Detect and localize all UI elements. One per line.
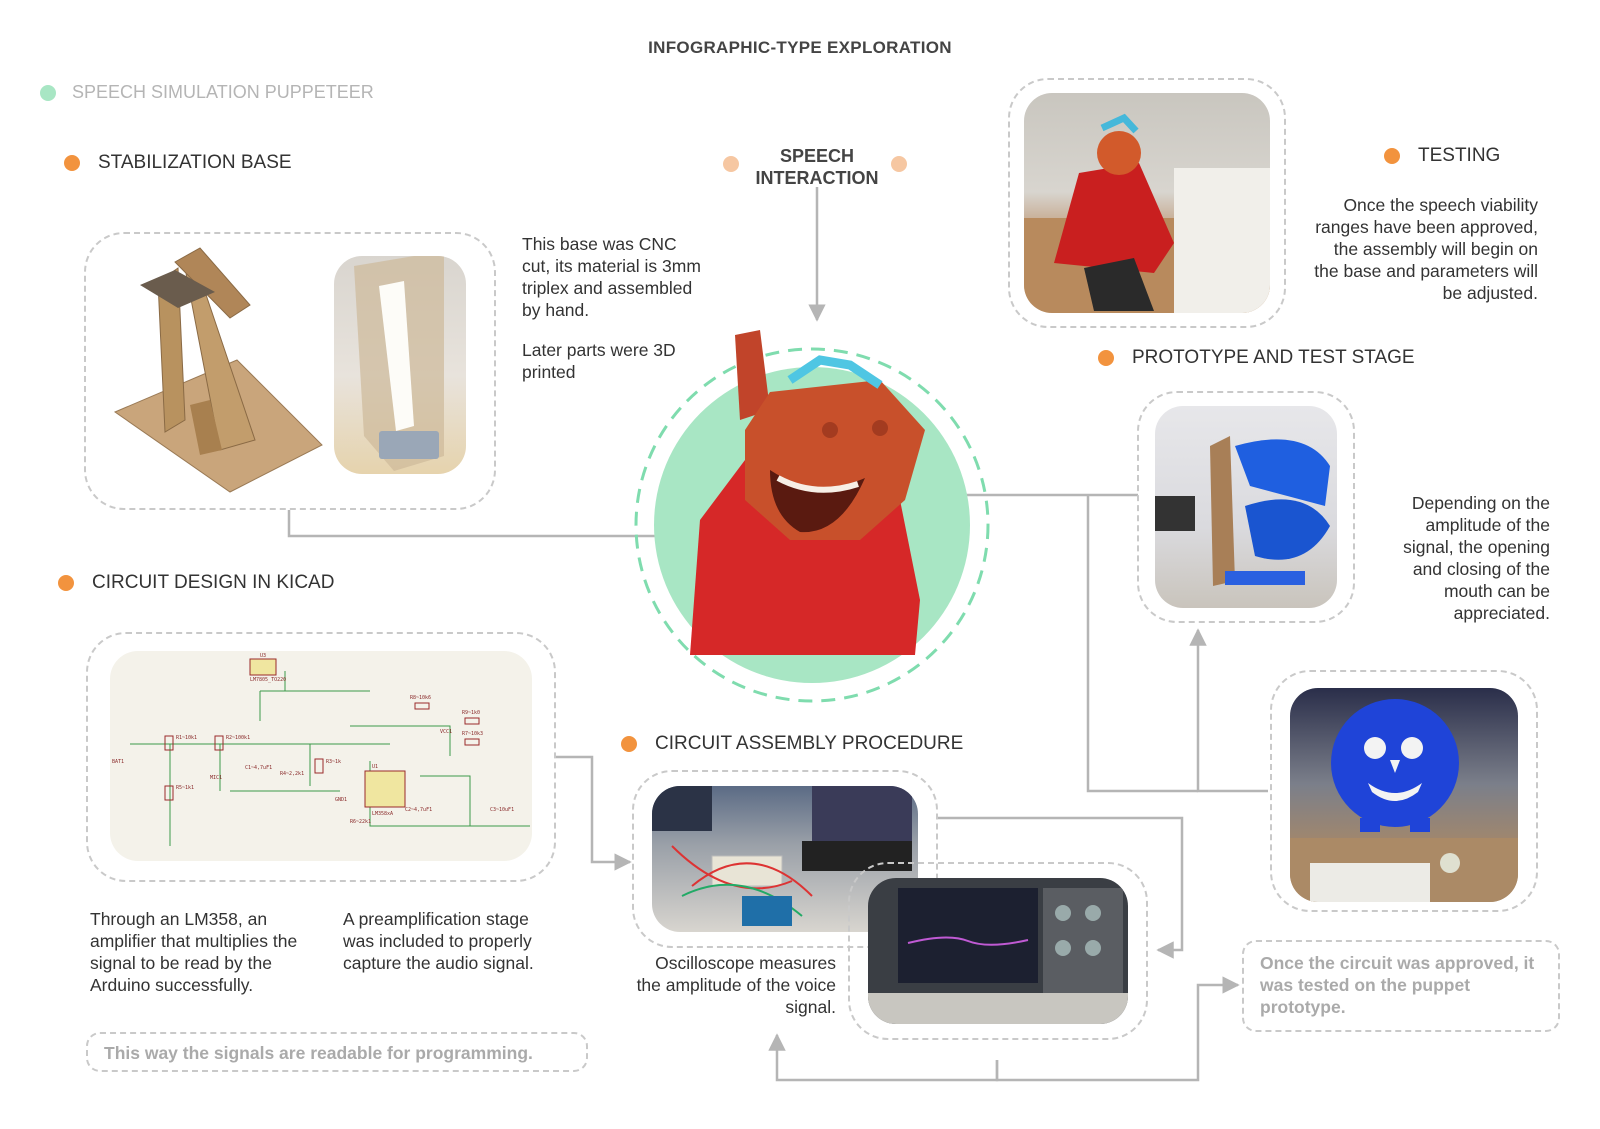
testing-text: Once the speech viability ranges have be… <box>1314 195 1538 303</box>
arrow-assembly-loop <box>937 816 1184 959</box>
speech-label-line1: SPEECH <box>779 146 855 166</box>
prototype-frame <box>1137 391 1355 623</box>
schematic-label: R9~1k0 <box>462 710 480 716</box>
prototype-photo <box>1155 406 1337 608</box>
circuit-design-heading: CIRCUIT DESIGN IN KICAD <box>58 572 334 594</box>
circuit-design-text1: Through an LM358, an amplifier that mult… <box>90 909 298 995</box>
base-photo <box>334 256 466 474</box>
schematic-label: R7~10k3 <box>462 731 483 737</box>
green-dot-icon <box>40 84 56 101</box>
orange-dot-icon <box>1384 148 1400 164</box>
schematic-label: LM358xA <box>372 811 393 817</box>
circuit-design-heading-text: CIRCUIT DESIGN IN KICAD <box>92 572 335 593</box>
stabilization-text2: Later parts were 3D printed <box>522 340 676 382</box>
testing-frame <box>1008 78 1286 328</box>
schematic-label: U3 <box>260 653 266 659</box>
oscilloscope-photo <box>868 878 1128 1024</box>
assembly-heading: CIRCUIT ASSEMBLY PROCEDURE <box>621 733 963 755</box>
speech-interaction-label: SPEECH INTERACTION <box>747 145 887 189</box>
stabilization-heading: STABILIZATION BASE <box>64 152 292 174</box>
schematic-label: R1~10k1 <box>176 735 197 741</box>
schematic-label: R4~2,2k1 <box>280 771 304 777</box>
schematic-label: GND1 <box>335 797 347 803</box>
circuit-design-frame <box>86 632 556 882</box>
stabilization-text1: This base was CNC cut, its material is 3… <box>522 234 701 320</box>
schematic-label: R5~1k1 <box>176 785 194 791</box>
schematic-label: MIC1 <box>210 775 222 781</box>
face-prototype-photo <box>1290 688 1518 902</box>
schematic-label: R3~1k <box>326 759 341 765</box>
testing-photo <box>1024 93 1270 313</box>
schematic-label: R6~22k1 <box>350 819 371 825</box>
orange-dot-icon <box>1098 350 1114 366</box>
schematic-label: R2~100k1 <box>226 735 250 741</box>
schematic-label: R8~10k6 <box>410 695 431 701</box>
peach-dot-icon <box>891 156 907 172</box>
schematic-label: LM7805_TO220 <box>250 677 286 683</box>
readable-signals-note: This way the signals are readable for pr… <box>86 1032 588 1072</box>
oscilloscope-frame <box>848 862 1148 1040</box>
assembly-frame <box>632 770 938 948</box>
stabilization-frame <box>84 232 496 510</box>
arrow-kicad-to-assembly <box>556 755 632 871</box>
line-face-to-center <box>1086 495 1198 793</box>
project-label: SPEECH SIMULATION PUPPETEER <box>40 82 374 103</box>
page-title: INFOGRAPHIC-TYPE EXPLORATION <box>648 38 952 57</box>
prototype-text: Depending on the amplitude of the signal… <box>1403 493 1550 623</box>
face-prototype-frame <box>1270 670 1538 912</box>
peach-dot-icon <box>723 156 739 172</box>
testing-heading: TESTING <box>1384 145 1500 167</box>
kicad-schematic: U3 LM7805_TO220 U1 LM358xA R1~10k1 R2~10… <box>110 651 532 861</box>
schematic-label: U1 <box>372 764 378 770</box>
stabilization-heading-text: STABILIZATION BASE <box>98 152 292 173</box>
project-name: SPEECH SIMULATION PUPPETEER <box>72 82 374 102</box>
orange-dot-icon <box>64 155 80 171</box>
speech-label-line2: INTERACTION <box>755 168 879 188</box>
orange-dot-icon <box>621 736 637 752</box>
schematic-label: C1~4,7uF1 <box>245 765 272 771</box>
schematic-label: C2~4,7uF1 <box>405 807 432 813</box>
oscilloscope-text: Oscilloscope measures the amplitude of t… <box>636 953 836 1017</box>
testing-heading-text: TESTING <box>1418 145 1501 166</box>
prototype-heading-text: PROTOTYPE AND TEST STAGE <box>1132 347 1415 368</box>
orange-dot-icon <box>58 575 74 591</box>
schematic-label: VCC1 <box>440 729 452 735</box>
schematic-label: C3~10uF1 <box>490 807 514 813</box>
circuit-design-text2: A preamplification stage was included to… <box>343 909 534 973</box>
prototype-heading: PROTOTYPE AND TEST STAGE <box>1098 347 1415 369</box>
arrow-to-puppet-note <box>995 976 1240 1082</box>
schematic-label: BAT1 <box>112 759 124 765</box>
puppet-test-note: Once the circuit was approved, it was te… <box>1242 940 1560 1032</box>
assembly-heading-text: CIRCUIT ASSEMBLY PROCEDURE <box>655 733 964 754</box>
